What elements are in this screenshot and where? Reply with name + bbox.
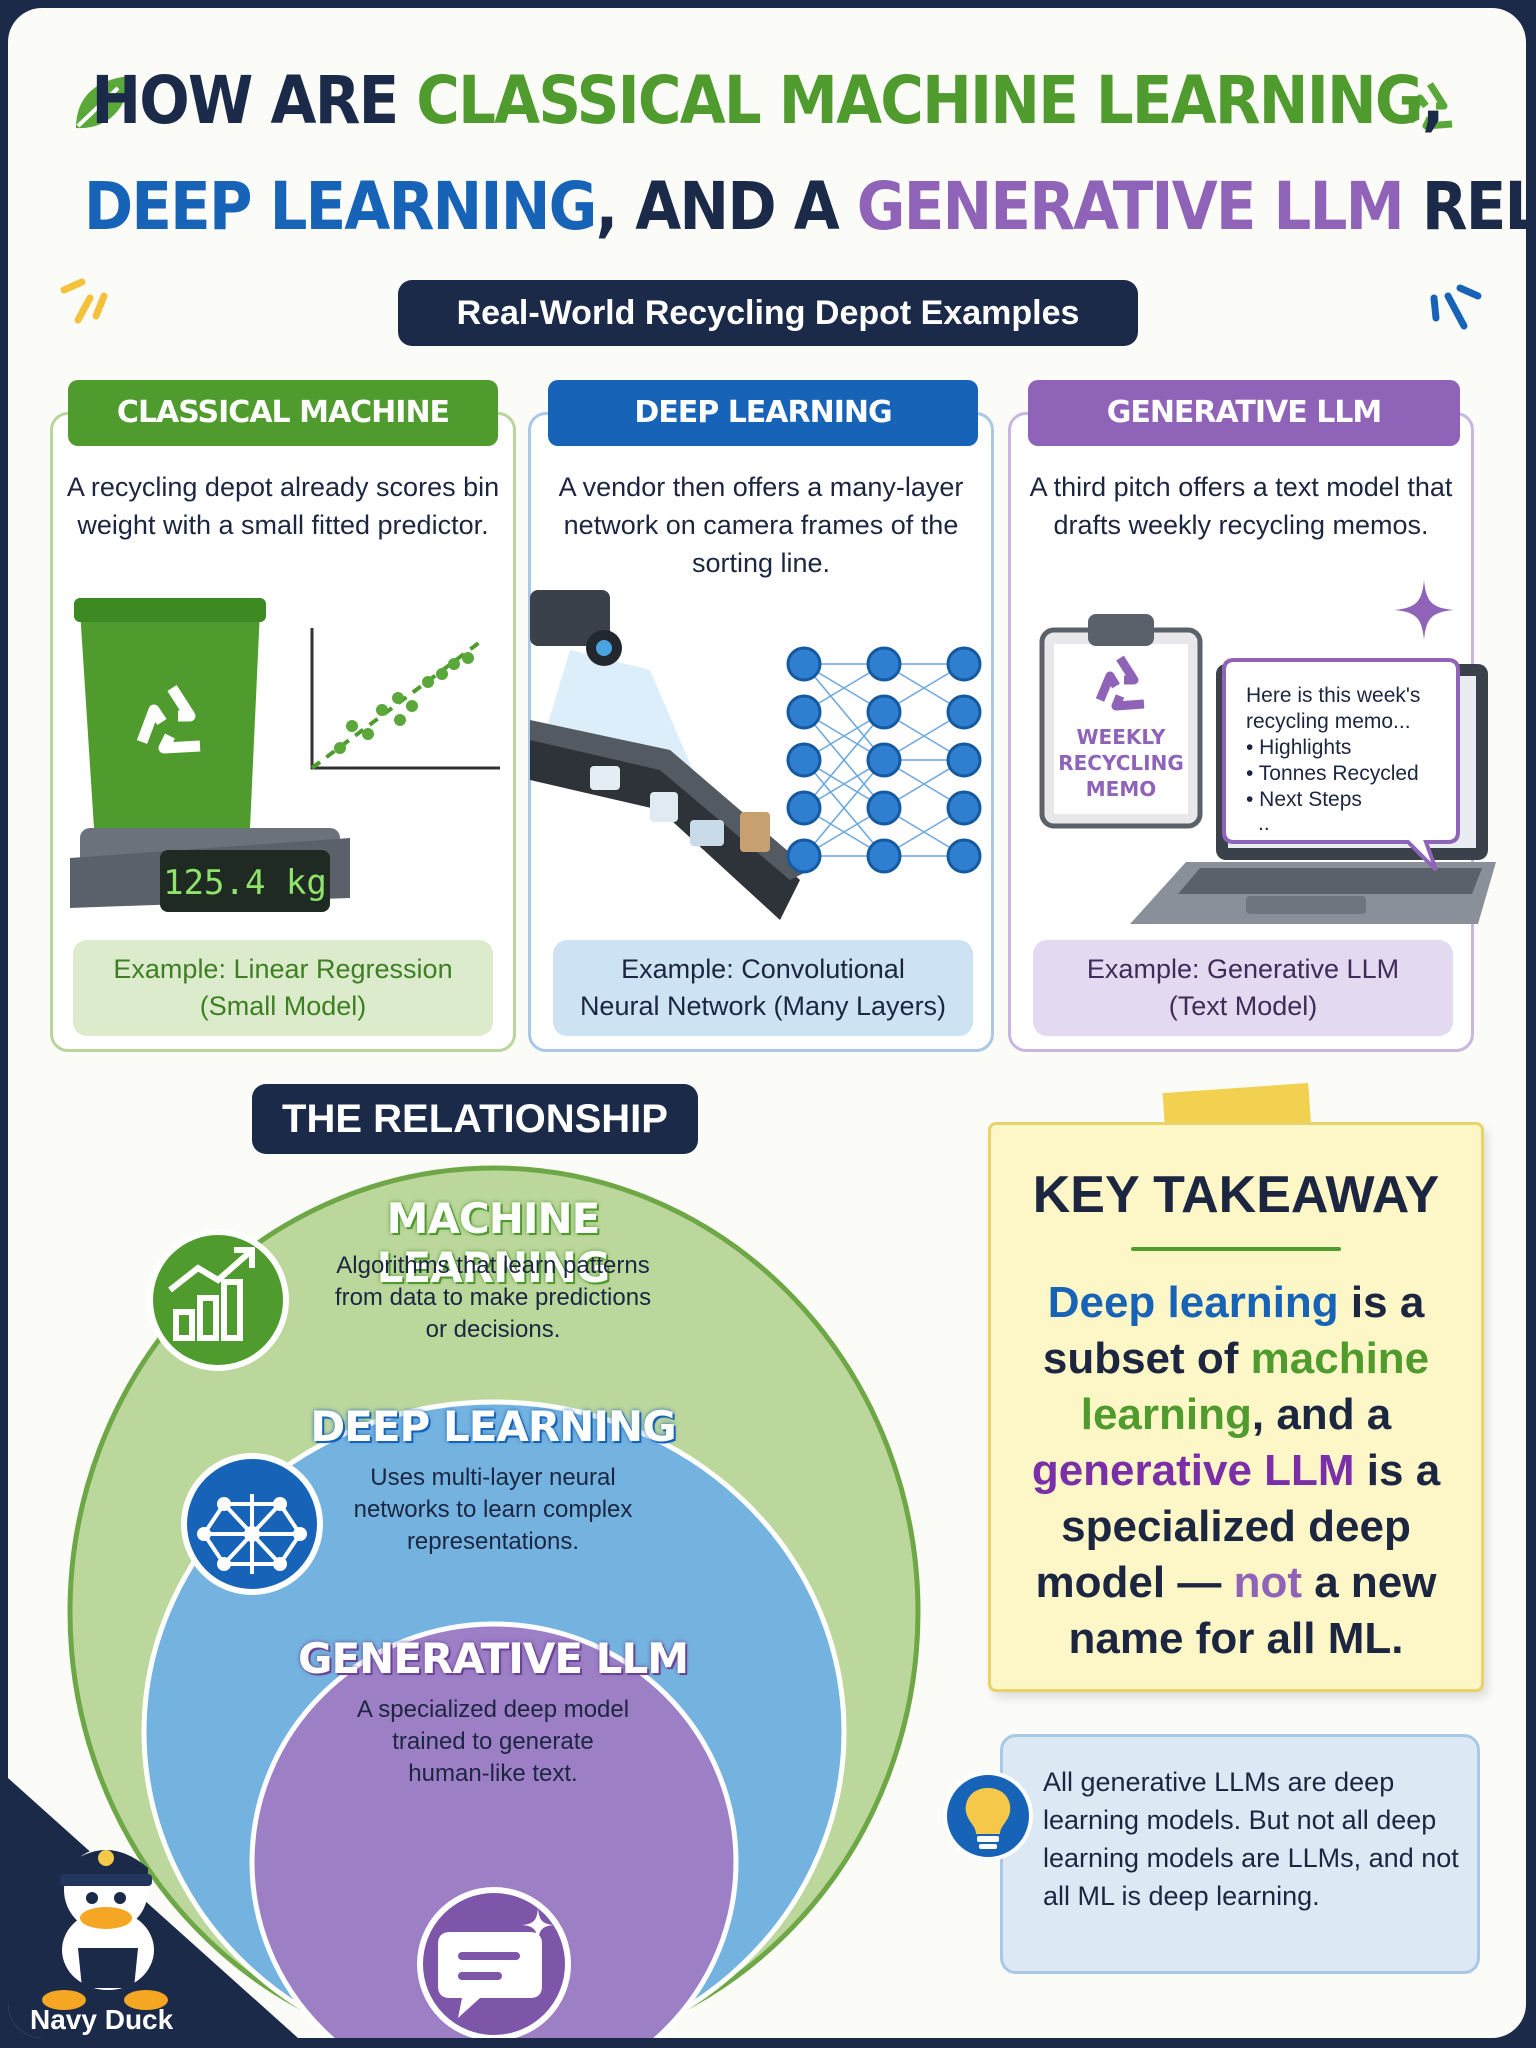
page-title-line-2: DEEP LEARNING, AND A GENERATIVE LLM RELA… (83, 168, 1526, 245)
example-text: Example: Linear Regression (113, 954, 453, 984)
takeaway-ml-text: machine learning (1080, 1334, 1430, 1439)
memo-bullet: • Tonnes Recycled (1246, 762, 1419, 785)
scatter-plot-icon (310, 628, 500, 770)
memo-bullet: .. (1258, 812, 1270, 835)
example-text: (Small Model) (199, 991, 367, 1021)
relationship-heading: THE RELATIONSHIP (252, 1084, 698, 1154)
example-text: Example: Convolutional (621, 954, 905, 984)
memo-text: Here is this week's (1246, 684, 1420, 707)
ring-text-line: from data to make predictions (334, 1284, 652, 1311)
title-text: RELATED? (1421, 168, 1526, 245)
spark-doodle-icon (1430, 284, 1482, 330)
ring-description: Uses multi-layer neural networks to lear… (298, 1462, 688, 1558)
chart-growth-icon (147, 1229, 289, 1371)
title-dl-text: DEEP LEARNING (83, 168, 598, 245)
lightbulb-icon (943, 1771, 1033, 1861)
camera-icon (530, 590, 622, 666)
title-ml-text: CLASSICAL MACHINE LEARNING (416, 62, 1423, 139)
duck-mascot-icon (42, 1848, 168, 2010)
example-text: Example: Generative LLM (1086, 954, 1400, 984)
clipboard-text: RECYCLING (1058, 751, 1184, 775)
memo-bullet: • Highlights (1246, 736, 1351, 759)
nested-ring-diagram (67, 1165, 921, 2038)
ring-heading-generative-llm: GENERATIVE LLM (298, 1634, 689, 1683)
bin-scale-illustration: 125.4 kg (70, 598, 500, 912)
ring-description: Algorithms that learn patterns from data… (298, 1250, 688, 1346)
ring-text-line: human-like text. (408, 1760, 578, 1787)
ring-heading-deep-learning: DEEP LEARNING (310, 1402, 676, 1451)
sparkle-icon (1394, 580, 1454, 640)
subtitle-banner: Real-World Recycling Depot Examples (398, 280, 1138, 346)
ring-text-line: Algorithms that learn patterns (336, 1252, 650, 1279)
recycle-symbol-icon (1095, 655, 1145, 711)
takeaway-text: is a specialized deep model — (1035, 1446, 1441, 1607)
ring-generative-llm (249, 1621, 739, 2038)
key-takeaway-body: Deep learning is a subset of machine lea… (1011, 1275, 1461, 1667)
clipboard-text: WEEKLY (1077, 725, 1167, 749)
card-tab-deep-learning: DEEP LEARNING (548, 380, 978, 446)
takeaway-dl-text: Deep learning (1047, 1278, 1339, 1327)
title-text: HOW ARE (91, 62, 417, 139)
ring-description: A specialized deep model trained to gene… (298, 1694, 688, 1790)
neural-network-icon (181, 1453, 323, 1595)
spark-doodle-icon (60, 278, 108, 324)
ring-text-line: Uses multi-layer neural (370, 1464, 616, 1491)
speech-bubble (1222, 658, 1460, 872)
takeaway-llm-text: generative LLM (1031, 1446, 1355, 1495)
title-text: , AND A (595, 168, 857, 245)
conveyor-belt-icon (530, 720, 810, 920)
takeaway-not-text: not (1233, 1558, 1302, 1607)
takeaway-text: a new name for all ML. (1068, 1558, 1437, 1663)
neural-network-icon (786, 646, 982, 874)
clipboard-text: MEMO (1086, 777, 1156, 801)
key-takeaway-note: KEY TAKEAWAY Deep learning is a subset o… (988, 1122, 1484, 1692)
card-description: A recycling depot already scores bin wei… (66, 472, 500, 540)
ring-text-line: representations. (406, 1528, 580, 1555)
info-text: All generative LLMs are deep learning mo… (1043, 1767, 1459, 1911)
recycle-symbol-icon (136, 685, 201, 754)
chat-sparkle-icon (417, 1887, 571, 2038)
card-description: A vendor then offers a many-layer networ… (558, 472, 964, 578)
conveyor-network-illustration (530, 590, 982, 920)
leaf-icon (76, 76, 130, 129)
key-takeaway-heading: KEY TAKEAWAY (1032, 1166, 1440, 1224)
ring-heading-machine-learning: MACHINE LEARNING (376, 1194, 611, 1292)
example-text: Neural Network (Many Layers) (579, 991, 947, 1021)
divider (1131, 1247, 1341, 1251)
ring-text-line: A specialized deep model (356, 1696, 630, 1723)
corner-banner (8, 1778, 298, 2038)
title-text: , (1421, 62, 1445, 139)
page-title-line-1: HOW ARE CLASSICAL MACHINE LEARNING, (84, 62, 1450, 139)
info-box: All generative LLMs are deep learning mo… (1000, 1734, 1480, 1974)
recycle-icon (1406, 82, 1453, 130)
takeaway-text: is a subset of (1042, 1278, 1425, 1383)
mascot-label: Navy Duck (30, 2004, 174, 2035)
card-tab-classical-ml: CLASSICAL MACHINE LEARNING (68, 380, 498, 496)
card-example: Example: Generative LLM (Text Model) (1033, 940, 1453, 1036)
card-description: A third pitch offers a text model that d… (1029, 472, 1453, 540)
scale-display (160, 850, 330, 912)
memo-bullet: • Next Steps (1246, 788, 1362, 811)
ring-text-line: networks to learn complex (353, 1496, 633, 1523)
takeaway-text: , and a (1251, 1390, 1392, 1439)
recycling-bin-icon (80, 610, 260, 828)
ring-text-line: trained to generate (392, 1728, 594, 1755)
clipboard-icon: WEEKLY RECYCLING MEMO (1039, 614, 1203, 829)
infographic: HOW ARE CLASSICAL MACHINE LEARNING, DEEP… (8, 8, 1526, 2038)
laptop-illustration: Here is this week's recycling memo... • … (1130, 658, 1496, 924)
example-text: (Text Model) (1168, 991, 1318, 1021)
memo-text: recycling memo... (1246, 710, 1411, 733)
card-example: Example: Linear Regression (Small Model) (73, 940, 493, 1036)
title-llm-text: GENERATIVE LLM (856, 168, 1405, 245)
ring-text-line: or decisions. (425, 1316, 561, 1343)
card-tab-generative-llm: GENERATIVE LLM (1028, 380, 1460, 446)
scale-reading-text: 125.4 kg (163, 863, 327, 903)
